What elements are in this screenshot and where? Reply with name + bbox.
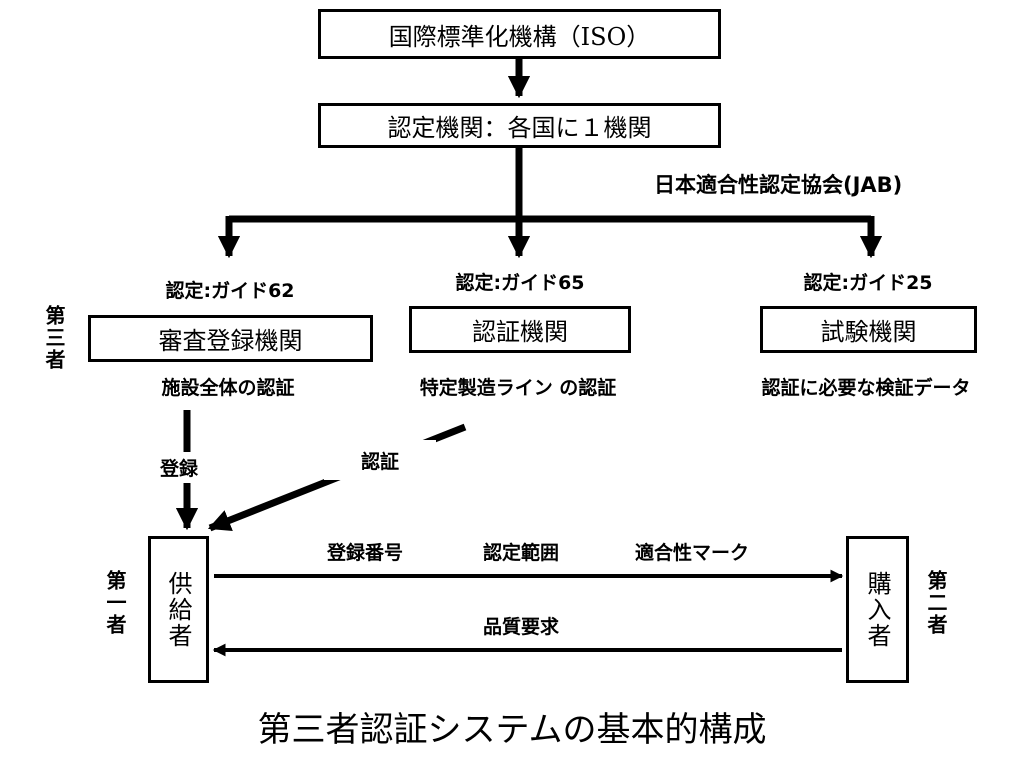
first-party-label: 第一者: [103, 570, 127, 636]
guide25-label: 認定:ガイド25: [803, 272, 933, 294]
buyer-box: 購入者: [846, 536, 909, 683]
certification-label: 認証: [324, 440, 436, 480]
iso-box: 国際標準化機構（ISO）: [318, 9, 721, 59]
diagram-caption: 第三者認証システムの基本的構成: [257, 710, 767, 750]
test-data-scope-text: 認証に必要な検証データ: [761, 377, 971, 399]
guide62-label: 認定:ガイド62: [165, 280, 295, 302]
third-party-label: 第三者: [42, 305, 66, 371]
jab-label: 日本適合性認定協会(JAB): [654, 173, 903, 197]
registration-label: 登録: [160, 452, 199, 483]
accreditation-box: 認定機関：各国に１機関: [318, 103, 721, 148]
conformity-mark-label: 適合性マーク: [634, 542, 750, 564]
registration-body-box: 審査登録機関: [88, 315, 373, 362]
accreditation-scope-label: 認定範囲: [482, 542, 560, 564]
second-party-label: 第二者: [924, 570, 948, 636]
testing-body-box: 試験機関: [760, 306, 977, 353]
line-scope-text: 特定製造ライン の認証: [419, 377, 617, 399]
registration-number-label: 登録番号: [326, 542, 404, 564]
facility-scope-text: 施設全体の認証: [161, 377, 295, 399]
quality-requirement-label: 品質要求: [482, 616, 560, 638]
supplier-box: 供給者: [148, 536, 209, 683]
certification-body-box: 認証機関: [409, 306, 631, 353]
guide65-label: 認定:ガイド65: [455, 272, 585, 294]
